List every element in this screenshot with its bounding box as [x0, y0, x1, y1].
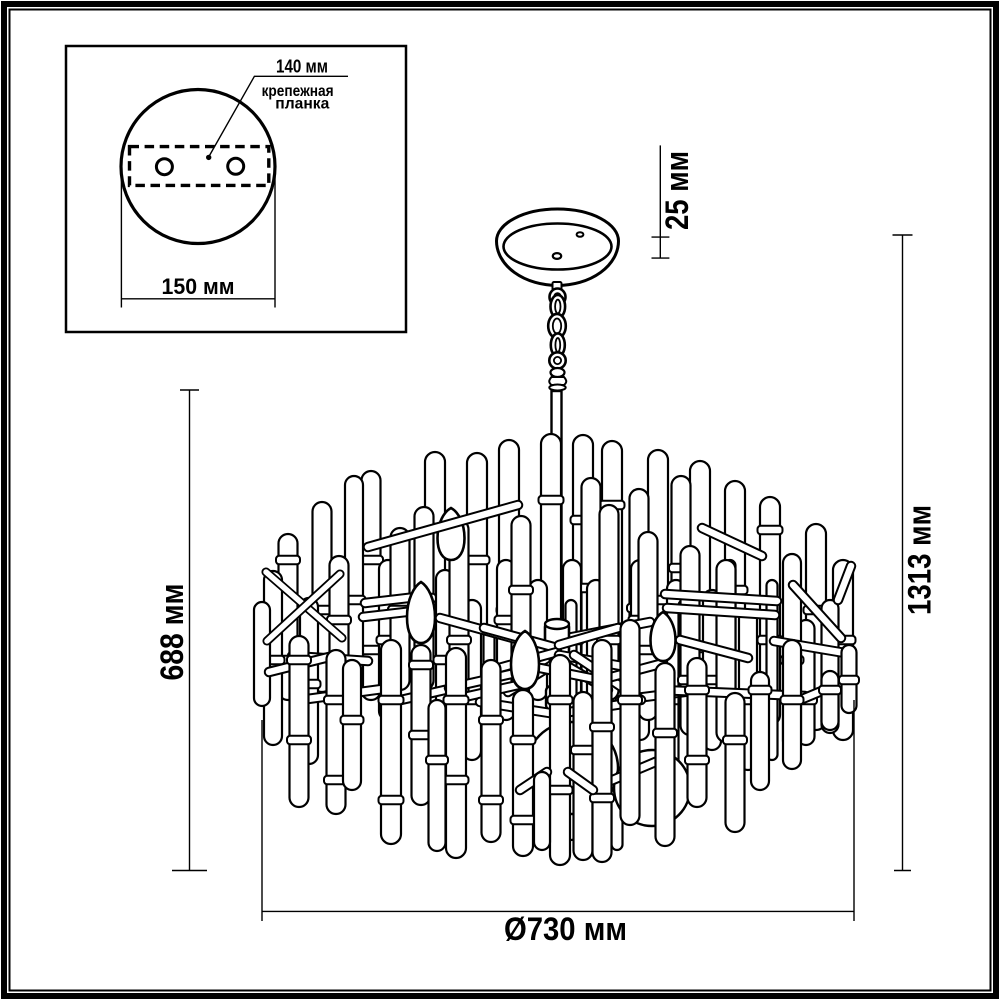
svg-text:Ø730 мм: Ø730 мм [504, 911, 627, 947]
svg-text:140 мм: 140 мм [276, 57, 328, 77]
svg-text:25 мм: 25 мм [659, 151, 695, 230]
svg-text:688 мм: 688 мм [154, 584, 190, 681]
svg-text:крепежная: крепежная [262, 83, 334, 100]
svg-text:150 мм: 150 мм [162, 274, 235, 299]
svg-text:1313 мм: 1313 мм [901, 505, 937, 615]
svg-text:планка: планка [275, 96, 329, 113]
